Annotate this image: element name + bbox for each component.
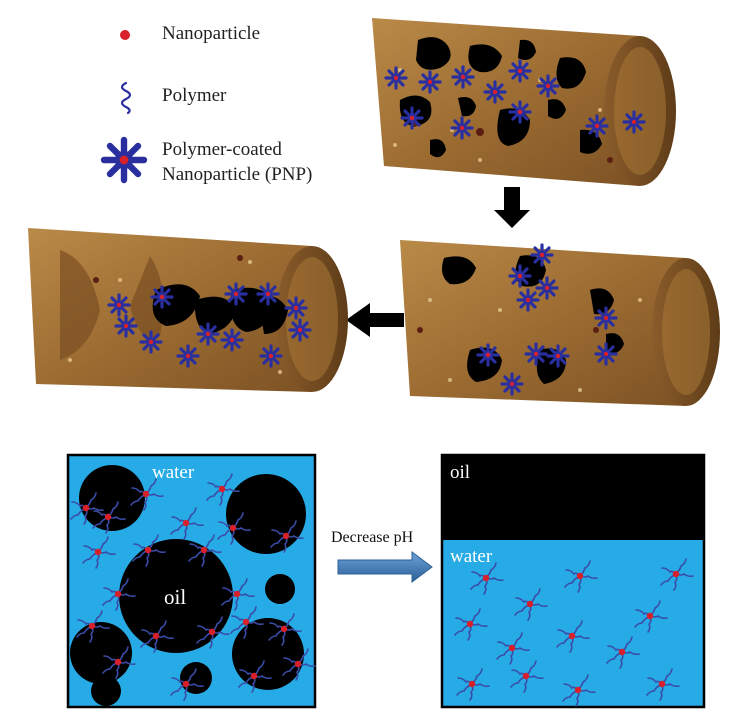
legend-pnp-label-line1: Polymer-coated — [162, 139, 282, 160]
legend-nanoparticle-icon — [120, 30, 130, 40]
legend-pnp-icon — [104, 140, 144, 180]
decrease-ph-label: Decrease pH — [331, 529, 414, 546]
left-arrow — [346, 303, 404, 337]
core-sample-adsorbed — [400, 240, 720, 406]
legend-polymer-icon — [120, 81, 132, 115]
separated-panel — [440, 453, 706, 709]
down-arrow — [494, 187, 530, 228]
decrease-ph-arrow — [337, 551, 433, 583]
legend-polymer-label: Polymer — [162, 85, 227, 106]
legend-nanoparticle-label: Nanoparticle — [162, 23, 261, 44]
legend-pnp-label-line2: Nanoparticle (PNP) — [162, 164, 313, 185]
separated-water-label: water — [450, 546, 493, 567]
emulsion-oil-label: oil — [164, 585, 186, 609]
core-sample-oil-released — [28, 228, 348, 392]
emulsion-water-label: water — [152, 462, 195, 483]
emulsion-panel — [66, 453, 317, 709]
separated-oil-label: oil — [450, 462, 470, 483]
core-sample-initial — [372, 18, 676, 186]
